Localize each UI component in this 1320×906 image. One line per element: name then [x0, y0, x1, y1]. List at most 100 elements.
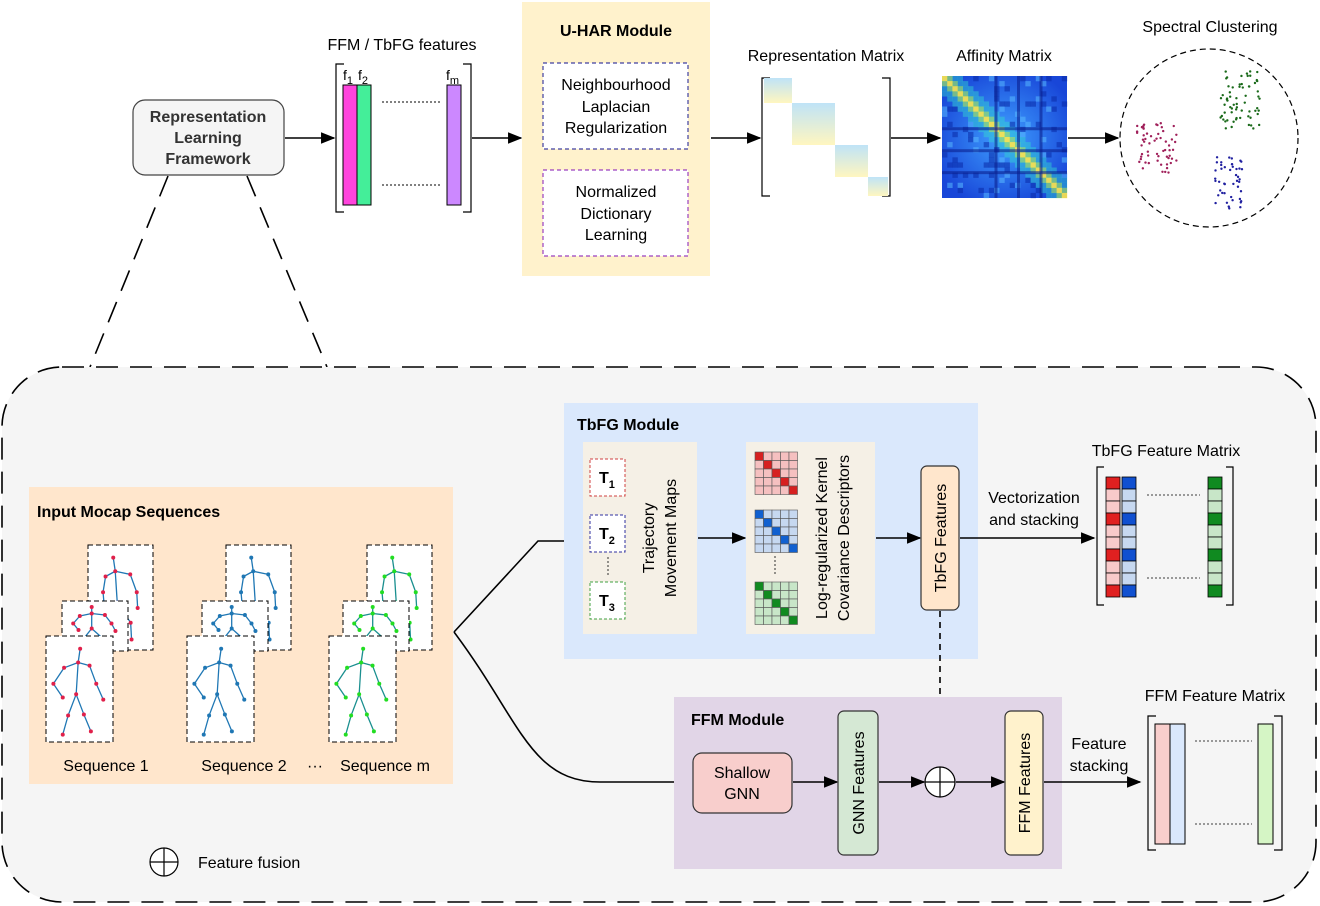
skeleton-joint — [109, 621, 114, 626]
affinity-cell — [1040, 167, 1047, 173]
skeleton-bone — [204, 661, 220, 669]
skeleton-bone — [378, 683, 387, 700]
cov-cell — [754, 607, 764, 617]
cov-cell — [754, 535, 764, 545]
affinity-cell — [962, 86, 969, 92]
cov-cell — [754, 509, 764, 519]
affinity-cell — [952, 101, 958, 107]
affinity-cell — [1046, 177, 1052, 183]
skeleton-bone — [358, 662, 362, 695]
affinity-cell — [1020, 162, 1026, 168]
affinity-cell — [1025, 167, 1031, 173]
cluster-point — [1153, 139, 1156, 142]
cluster-point — [1139, 155, 1143, 158]
cluster-point — [1225, 201, 1229, 205]
arrow-input-to-ffm — [453, 631, 694, 788]
cov-cell — [771, 460, 781, 470]
affinity-cell — [1040, 162, 1047, 168]
cluster-point — [1215, 156, 1219, 159]
cluster-point — [1159, 163, 1163, 166]
cluster-point — [1231, 86, 1234, 89]
cluster-point — [1135, 131, 1139, 135]
tbfg-cell — [1105, 584, 1121, 598]
skeleton-joint — [361, 646, 366, 651]
skeleton-joint — [384, 697, 389, 702]
cluster-point — [1220, 114, 1224, 118]
affinity-cell — [1030, 182, 1036, 189]
cov-cell — [780, 468, 790, 478]
cluster-point — [1256, 90, 1259, 93]
cov-cell — [780, 526, 790, 536]
skeleton-bone — [203, 715, 210, 735]
cluster-point — [1217, 194, 1220, 197]
skeleton-joint — [102, 613, 107, 617]
affinity-cell — [1035, 182, 1042, 189]
cluster-point — [1156, 159, 1159, 162]
cluster-point — [1239, 116, 1242, 120]
cluster-point — [1223, 192, 1226, 195]
cluster-point — [1258, 97, 1261, 100]
affinity-cell — [1009, 121, 1016, 128]
cov-cell — [771, 509, 781, 519]
affinity-cell — [957, 182, 964, 189]
cluster-point — [1142, 134, 1145, 137]
skeleton-bone — [345, 715, 352, 735]
cluster-point — [1159, 136, 1162, 140]
cluster-point — [1229, 195, 1233, 199]
skeleton-bone — [218, 648, 222, 663]
affinity-cell — [942, 91, 948, 97]
affinity-cell — [1056, 192, 1062, 199]
affinity-cell — [983, 116, 990, 122]
skeleton-joint — [78, 646, 83, 651]
skeleton-joint — [266, 572, 271, 577]
skeleton-joint — [392, 569, 397, 574]
affinity-cell — [988, 111, 995, 117]
affinity-cell — [1046, 162, 1052, 168]
cluster-point — [1169, 161, 1173, 165]
t1-box — [589, 458, 626, 497]
cluster-point — [1146, 150, 1150, 153]
cluster-point — [1138, 160, 1141, 164]
affinity-cell — [1030, 157, 1036, 163]
cluster-point — [1230, 111, 1233, 114]
representation-learning-framework: Representation Learning Framework — [132, 99, 285, 176]
affinity-cell — [1035, 76, 1042, 82]
vec-line2: and stacking — [989, 512, 1079, 529]
cluster-point — [1230, 107, 1234, 110]
affinity-cell — [942, 152, 948, 158]
tmm-line2: Movement Maps — [663, 479, 680, 597]
affinity-cell — [957, 162, 964, 168]
cov-cell — [780, 509, 790, 519]
cluster-point — [1238, 178, 1241, 181]
cov-cell — [780, 598, 790, 608]
nlr-box — [542, 62, 689, 150]
affinity-cell — [973, 116, 979, 122]
skeleton-bone — [253, 570, 269, 576]
affinity-cell — [983, 121, 990, 128]
rlf-label-line2: Learning — [174, 130, 242, 147]
skeleton-joint — [343, 695, 348, 700]
affinity-cell — [988, 152, 995, 158]
cluster-point — [1175, 159, 1178, 162]
cluster-point — [1222, 118, 1225, 121]
affinity-cell — [962, 96, 969, 102]
skeleton-joint — [390, 555, 395, 560]
cov-cell — [754, 518, 764, 528]
skeleton-bone — [335, 667, 348, 685]
tbfg-cell — [1207, 512, 1223, 526]
affinity-cell — [1030, 177, 1036, 183]
tbfg-matrix-title: TbFG Feature Matrix — [1092, 443, 1240, 460]
tbfg-cell — [1207, 548, 1223, 562]
cluster-point — [1230, 125, 1233, 129]
cluster-point — [1227, 85, 1230, 88]
cov-cell — [763, 598, 773, 608]
skeleton-bone — [193, 683, 205, 698]
cluster-point — [1223, 182, 1226, 185]
cluster-point — [1214, 169, 1217, 172]
affinity-cell — [968, 91, 974, 97]
ffm-matrix-col-2 — [1169, 723, 1186, 845]
cov-cell — [763, 607, 773, 617]
f1-label: f1 — [343, 67, 353, 87]
affinity-cell — [1020, 167, 1026, 173]
skeleton-joint — [273, 606, 278, 610]
